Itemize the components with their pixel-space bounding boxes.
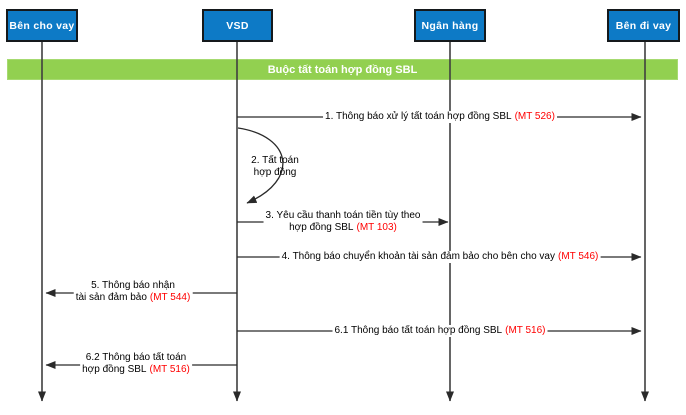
message-4-mt-code: (MT 546)	[557, 251, 599, 262]
actor-box-lender: Bên cho vay	[6, 9, 78, 42]
actor-box-borrower: Bên đi vay	[607, 9, 680, 42]
message-5-line1: 5. Thông báo nhận	[91, 280, 175, 291]
message-arrow-2-self-loop	[237, 127, 284, 204]
message-6-1-mt-code: (MT 516)	[505, 325, 546, 336]
message-4-line1: 4. Thông báo chuyển khoản tài sản đảm bả…	[281, 251, 599, 262]
message-4-label: 4. Thông báo chuyển khoản tài sản đảm bả…	[279, 251, 601, 263]
message-3-line1: 3. Yêu cầu thanh toán tiền tùy theo	[265, 210, 421, 221]
message-6-2-line1: 6.2 Thông báo tất toán	[85, 352, 187, 363]
message-1-label: 1. Thông báo xử lý tất toán hợp đồng SBL…	[323, 111, 557, 123]
message-6-2-line2: hợp đồng SBL(MT 516)	[82, 364, 190, 375]
phase-banner-label: Buộc tất toán hợp đồng SBL	[267, 63, 418, 76]
actor-label-lender: Bên cho vay	[9, 19, 75, 32]
actor-label-vsd: VSD	[226, 19, 249, 32]
message-3-mt-code: (MT 103)	[356, 222, 397, 233]
message-1-line1: 1. Thông báo xử lý tất toán hợp đồng SBL…	[325, 111, 555, 122]
message-5-label: 5. Thông báo nhận tài sản đảm bảo(MT 544…	[73, 280, 193, 304]
actor-label-bank: Ngân hàng	[421, 19, 479, 32]
actor-box-vsd: VSD	[202, 9, 273, 42]
message-2-line1: 2. Tất toán	[251, 155, 299, 166]
message-5-mt-code: (MT 544)	[149, 292, 191, 303]
message-2-label: 2. Tất toán hợp đồng	[249, 155, 301, 179]
actor-label-borrower: Bên đi vay	[615, 19, 672, 32]
actor-box-bank: Ngân hàng	[414, 9, 486, 42]
message-3-label: 3. Yêu cầu thanh toán tiền tùy theo hợp …	[263, 210, 423, 234]
message-6-1-line1: 6.1 Thông báo tất toán hợp đồng SBL(MT 5…	[334, 325, 546, 336]
message-2-line2: hợp đồng	[253, 167, 297, 178]
message-6-2-label: 6.2 Thông báo tất toán hợp đồng SBL(MT 5…	[80, 352, 192, 376]
message-6-1-label: 6.1 Thông báo tất toán hợp đồng SBL(MT 5…	[332, 325, 548, 337]
message-3-line2: hợp đồng SBL(MT 103)	[289, 222, 397, 233]
message-5-line2: tài sản đảm bảo(MT 544)	[75, 292, 191, 303]
phase-banner: Buộc tất toán hợp đồng SBL	[7, 59, 678, 80]
message-6-2-mt-code: (MT 516)	[149, 364, 190, 375]
message-1-mt-code: (MT 526)	[514, 111, 555, 122]
